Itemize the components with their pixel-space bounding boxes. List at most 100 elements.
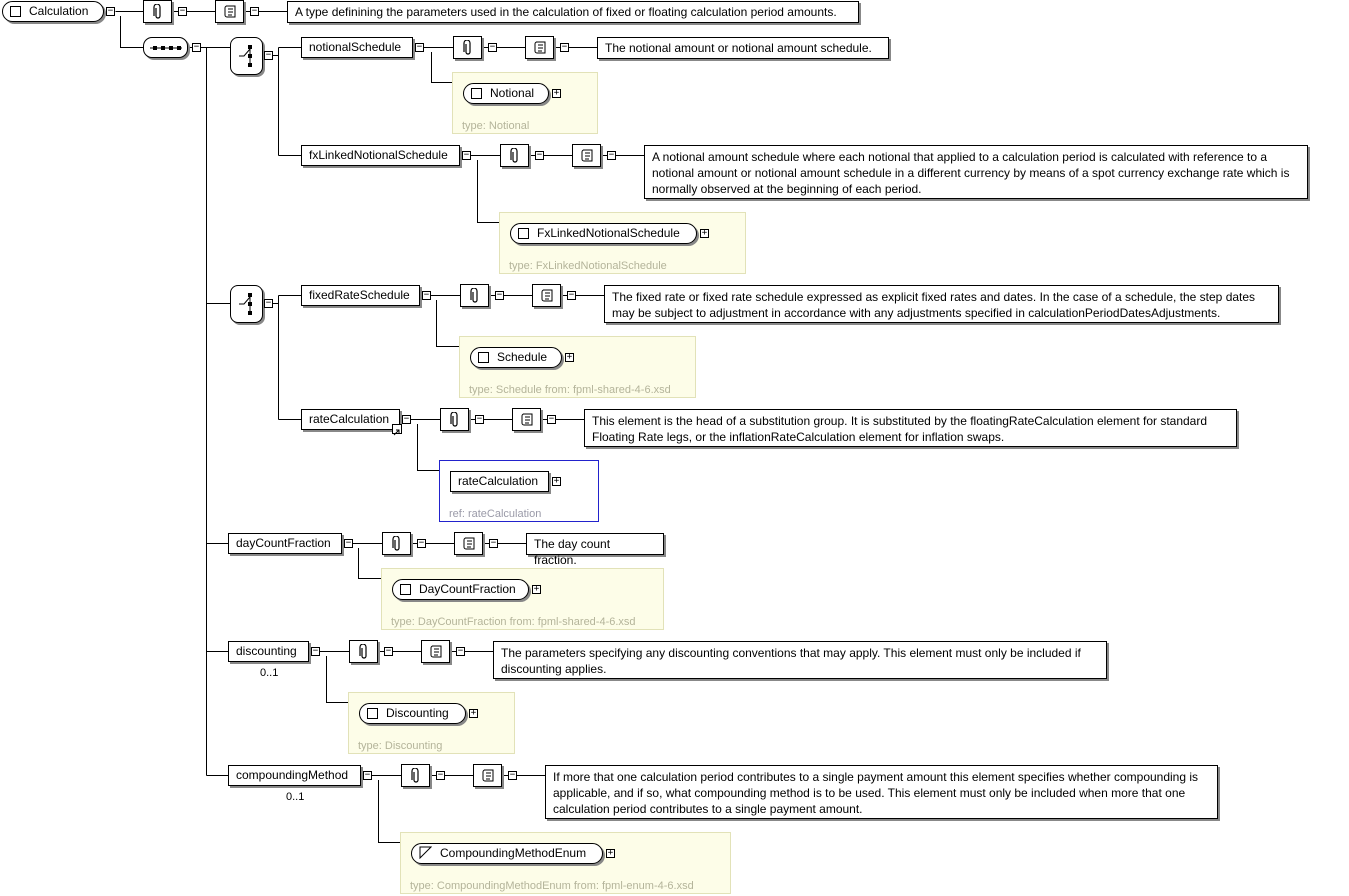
fixedRateSchedule-documentation-toggle[interactable]: − [567, 290, 576, 300]
fixedRateSchedule-attachment-toggle[interactable]: − [495, 290, 504, 300]
compoundingMethod-attachment[interactable] [401, 764, 430, 787]
compoundingMethod-documentation-button[interactable] [473, 764, 502, 787]
root-element-label: Calculation [29, 4, 89, 18]
type-CompoundingMethodEnum-label: CompoundingMethodEnum [440, 846, 587, 860]
compoundingMethod-attachment-toggle[interactable]: − [436, 770, 445, 780]
discounting-type-box: Discounting + type: Discounting [348, 692, 515, 754]
element-dayCountFraction-label: dayCountFraction [236, 536, 331, 550]
complex-type-icon [367, 708, 378, 719]
fxLinkedNotionalSchedule-documentation-toggle[interactable]: − [607, 150, 616, 160]
root-attachment-toggle[interactable]: − [178, 6, 187, 16]
type-DayCountFraction-expand-toggle[interactable]: + [532, 584, 541, 594]
notionalSchedule-type-label: type: Notional [462, 120, 530, 132]
notionalSchedule-type-box: Notional + type: Notional [452, 72, 598, 134]
reference-arrow-icon [392, 424, 402, 436]
discounting-documentation-button[interactable] [421, 640, 450, 663]
element-notionalSchedule[interactable]: notionalSchedule [301, 37, 413, 58]
type-Notional-expand-toggle[interactable]: + [552, 88, 561, 98]
scroll-icon [521, 413, 532, 425]
rateCalculation-ref-label: ref: rateCalculation [449, 508, 542, 520]
element-discounting[interactable]: discounting [228, 641, 309, 662]
type-Schedule[interactable]: Schedule [470, 347, 562, 368]
type-DayCountFraction[interactable]: DayCountFraction [392, 579, 529, 600]
rateCalculation-attachment[interactable] [440, 408, 469, 431]
dayCountFraction-collapse-toggle[interactable]: − [344, 538, 353, 548]
ref-rateCalculation-expand-toggle[interactable]: + [552, 476, 561, 486]
notionalSchedule-documentation-toggle[interactable]: − [560, 42, 569, 52]
complex-type-icon [471, 88, 482, 99]
type-CompoundingMethodEnum[interactable]: CompoundingMethodEnum [411, 843, 603, 864]
notionalSchedule-documentation-text: The notional amount or notional amount s… [597, 37, 889, 59]
fixedRateSchedule-collapse-toggle[interactable]: − [422, 290, 431, 300]
type-CompoundingMethodEnum-expand-toggle[interactable]: + [606, 848, 615, 858]
type-Notional[interactable]: Notional [463, 83, 549, 104]
type-DayCountFraction-label: DayCountFraction [419, 582, 516, 596]
root-element[interactable]: Calculation [2, 1, 104, 22]
element-dayCountFraction[interactable]: dayCountFraction [228, 533, 342, 554]
root-collapse-toggle[interactable]: − [106, 6, 115, 16]
rateCalculation-collapse-toggle[interactable]: − [402, 414, 411, 424]
element-fixedRateSchedule[interactable]: fixedRateSchedule [301, 285, 420, 306]
discounting-attachment[interactable] [349, 640, 378, 663]
compoundingMethod-collapse-toggle[interactable]: − [363, 770, 372, 780]
notionalSchedule-attachment[interactable] [453, 36, 482, 59]
dayCountFraction-documentation-text: The day count fraction. [526, 533, 664, 567]
choice-compositor-icon [238, 45, 252, 67]
fixedRateSchedule-type-box: Schedule + type: Schedule from: fpml-sha… [459, 336, 696, 398]
notionalSchedule-documentation-button[interactable] [525, 36, 554, 59]
paperclip-icon [391, 535, 400, 551]
discounting-attachment-toggle[interactable]: − [384, 646, 393, 656]
type-Discounting-expand-toggle[interactable]: + [469, 708, 478, 718]
choice-2-collapse-toggle[interactable]: − [264, 298, 273, 308]
rateCalculation-documentation-button[interactable] [512, 408, 541, 431]
dayCountFraction-type-box: DayCountFraction + type: DayCountFractio… [381, 568, 664, 630]
type-FxLinkedNotionalSchedule-expand-toggle[interactable]: + [700, 228, 709, 238]
complex-type-icon [400, 584, 411, 595]
type-Schedule-expand-toggle[interactable]: + [565, 352, 574, 362]
complex-type-icon [478, 352, 489, 363]
sequence-collapse-toggle[interactable]: − [192, 42, 201, 52]
rateCalculation-documentation-toggle[interactable]: − [547, 414, 556, 424]
paperclip-icon [509, 147, 518, 163]
paperclip-icon [449, 411, 458, 427]
element-rateCalculation[interactable]: rateCalculation [301, 409, 400, 430]
fxLinkedNotionalSchedule-documentation-button[interactable] [572, 144, 601, 167]
type-Discounting[interactable]: Discounting [359, 703, 466, 724]
paperclip-icon [462, 39, 471, 55]
element-fxLinkedNotionalSchedule-label: fxLinkedNotionalSchedule [309, 148, 448, 162]
notionalSchedule-attachment-toggle[interactable]: − [488, 42, 497, 52]
choice-1-collapse-toggle[interactable]: − [264, 50, 273, 60]
fxLinkedNotionalSchedule-attachment[interactable] [500, 144, 529, 167]
root-attachment[interactable] [143, 0, 172, 23]
dayCountFraction-attachment-toggle[interactable]: − [417, 538, 426, 548]
choice-compositor-2[interactable] [230, 285, 263, 323]
fixedRateSchedule-attachment[interactable] [460, 284, 489, 307]
sequence-compositor[interactable] [143, 37, 188, 58]
choice-compositor-1[interactable] [230, 37, 263, 75]
scroll-icon [463, 537, 474, 549]
rateCalculation-attachment-toggle[interactable]: − [475, 414, 484, 424]
element-fixedRateSchedule-label: fixedRateSchedule [309, 288, 410, 302]
dayCountFraction-documentation-toggle[interactable]: − [489, 538, 498, 548]
discounting-documentation-toggle[interactable]: − [456, 646, 465, 656]
type-FxLinkedNotionalSchedule[interactable]: FxLinkedNotionalSchedule [510, 223, 697, 244]
root-documentation-toggle[interactable]: − [250, 6, 259, 16]
compoundingMethod-cardinality: 0..1 [286, 791, 305, 803]
compoundingMethod-documentation-toggle[interactable]: − [508, 770, 517, 780]
fixedRateSchedule-documentation-button[interactable] [532, 284, 561, 307]
fxLinkedNotionalSchedule-attachment-toggle[interactable]: − [535, 150, 544, 160]
root-documentation-text: A type definining the parameters used in… [287, 1, 859, 23]
ref-rateCalculation[interactable]: rateCalculation [450, 471, 549, 492]
sequence-compositor-icon [149, 45, 182, 50]
discounting-collapse-toggle[interactable]: − [311, 646, 320, 656]
dayCountFraction-attachment[interactable] [382, 532, 411, 555]
element-fxLinkedNotionalSchedule[interactable]: fxLinkedNotionalSchedule [301, 145, 460, 166]
element-compoundingMethod[interactable]: compoundingMethod [228, 765, 361, 786]
dayCountFraction-documentation-button[interactable] [454, 532, 483, 555]
element-compoundingMethod-label: compoundingMethod [236, 768, 349, 782]
type-Schedule-label: Schedule [497, 350, 548, 364]
complex-type-icon [518, 228, 529, 239]
root-documentation-button[interactable] [215, 0, 244, 23]
fxLinkedNotionalSchedule-collapse-toggle[interactable]: − [462, 150, 471, 160]
notionalSchedule-collapse-toggle[interactable]: − [415, 42, 424, 52]
